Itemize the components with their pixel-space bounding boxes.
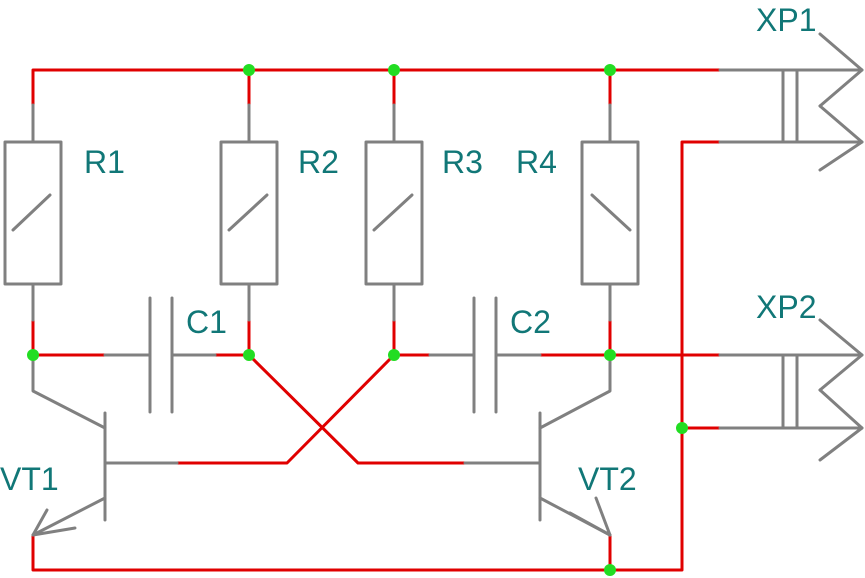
junction-dot <box>243 64 255 76</box>
cross-wire-r2-vt2 <box>247 353 467 465</box>
junctions <box>27 64 688 576</box>
transistor-vt1 <box>31 353 179 537</box>
label-r3: R3 <box>442 144 483 180</box>
cross-wire-r3-vt1 <box>175 353 396 465</box>
resistor-r2 <box>219 103 279 322</box>
wire-r3-c2 <box>392 318 432 357</box>
junction-dot <box>388 349 400 361</box>
junction-dot <box>388 64 400 76</box>
connector-xp1 <box>718 32 864 172</box>
label-r2: R2 <box>298 144 339 180</box>
ground-wire <box>31 140 722 572</box>
top-supply-wire <box>31 68 722 107</box>
junction-dot <box>604 349 616 361</box>
resistor-r1 <box>3 103 63 322</box>
label-vt1: VT1 <box>0 461 59 497</box>
junction-dot <box>27 349 39 361</box>
junction-dot <box>604 564 616 576</box>
label-r1: R1 <box>84 144 125 180</box>
resistor-r3 <box>364 103 424 322</box>
label-c2: C2 <box>510 304 551 340</box>
wires <box>31 68 722 572</box>
connector-xp2 <box>718 318 864 462</box>
capacitor-c1 <box>103 296 217 414</box>
label-xp1: XP1 <box>756 2 816 38</box>
components <box>3 32 864 537</box>
label-r4: R4 <box>516 144 557 180</box>
junction-dot <box>604 64 616 76</box>
junction-dot <box>243 349 255 361</box>
wire-vt1-collector <box>31 318 107 357</box>
junction-dot <box>676 422 688 434</box>
resistor-r4 <box>580 103 640 322</box>
label-vt2: VT2 <box>578 461 637 497</box>
capacitor-c2 <box>428 296 542 414</box>
label-c1: C1 <box>186 304 227 340</box>
transistor-vt2 <box>463 353 612 537</box>
label-xp2: XP2 <box>756 289 816 325</box>
